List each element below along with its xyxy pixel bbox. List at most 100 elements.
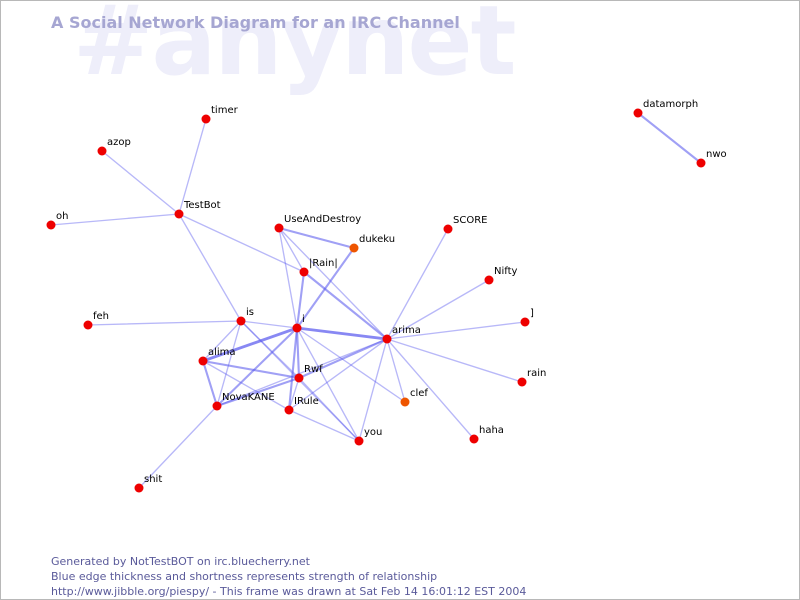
edge-irule-you	[288, 409, 360, 442]
edge-dukeku-i	[295, 246, 356, 330]
edge-nifty-arima	[386, 279, 490, 340]
node-dot	[469, 434, 479, 444]
node-testbot: TestBot	[174, 200, 221, 219]
node-dot	[299, 267, 309, 277]
node-dot	[633, 108, 643, 118]
edge-i-clef	[296, 327, 406, 403]
edge-arima-rwf	[297, 337, 389, 380]
footer-timestamp: http://www.jibble.org/piespy/ - This fra…	[51, 585, 527, 598]
edge-haha-arima	[386, 338, 475, 440]
node-label: clef	[410, 388, 428, 399]
node-dot	[284, 405, 294, 415]
node-datamorph: datamorph	[633, 99, 698, 118]
node-label: datamorph	[643, 99, 698, 110]
node-alima: alima	[198, 347, 236, 366]
node-label: oh	[56, 211, 68, 222]
edge-datamorph-nwo	[636, 111, 703, 165]
node-dot	[400, 397, 410, 407]
edge-useanddestroy-i	[278, 227, 298, 329]
node-dot	[484, 275, 494, 285]
node-label: ]	[530, 308, 534, 319]
edge-rwf-novakane	[215, 376, 301, 408]
node-dot	[97, 146, 107, 156]
node-dot	[83, 320, 93, 330]
node-haha: haha	[469, 425, 504, 444]
node-dot	[134, 483, 144, 493]
edge-rain-i	[295, 270, 306, 330]
edge-novakane-shit	[138, 405, 218, 489]
edge-i-novakane	[215, 326, 299, 408]
node-dot	[294, 373, 304, 383]
node-dot	[382, 334, 392, 344]
diagram-title: A Social Network Diagram for an IRC Chan…	[51, 13, 460, 32]
node-nwo: nwo	[696, 149, 727, 168]
node-label: IRule	[294, 396, 319, 407]
node-dot	[520, 317, 530, 327]
node-i: i	[292, 314, 305, 333]
node-label: Nifty	[494, 266, 518, 277]
node-score: SCORE	[443, 215, 487, 234]
edge-testbot-rain	[178, 213, 305, 273]
node-dot	[354, 436, 364, 446]
edge-timer-testbot	[178, 118, 207, 215]
node-you: you	[354, 427, 382, 446]
edge-clef-arima	[386, 338, 406, 403]
node-dot	[696, 158, 706, 168]
edge-i-irule	[287, 326, 299, 412]
node-dot	[212, 401, 222, 411]
node-label: azop	[107, 137, 131, 148]
node-dot	[292, 323, 302, 333]
node-dot	[174, 209, 184, 219]
edge-score-arima	[386, 228, 449, 340]
edge-useanddestroy-rain	[278, 227, 305, 273]
node-label: shit	[144, 474, 162, 485]
node-label: Rwf	[304, 364, 323, 375]
node-dot	[46, 220, 56, 230]
node-dot	[274, 223, 284, 233]
node-shit: shit	[134, 474, 162, 493]
edge-i-you	[296, 327, 360, 442]
node-dukeku: dukeku	[349, 234, 395, 253]
edge-alima-novakane	[201, 359, 219, 408]
edge-feh-is	[87, 320, 242, 326]
channel-watermark: #anynet	[73, 0, 516, 97]
node-label: arima	[392, 325, 421, 336]
node-label: is	[246, 307, 254, 318]
edge-is-i	[240, 320, 298, 329]
node-dot	[198, 356, 208, 366]
node-label: you	[364, 427, 382, 438]
node-nifty: Nifty	[484, 266, 518, 285]
node-timer: timer	[201, 105, 239, 124]
edge-arima-irule	[288, 338, 388, 411]
node-useanddestroy: UseAndDestroy	[274, 214, 361, 233]
footer: Generated by NotTestBOT on irc.bluecherr…	[51, 554, 526, 599]
edge-is-alima	[202, 320, 242, 362]
node-arima: arima	[382, 325, 421, 344]
node-dot	[517, 377, 527, 387]
node-dot	[443, 224, 453, 234]
edge-oh-testbot	[50, 213, 180, 226]
edge-is-rwf	[240, 320, 300, 379]
node-label: UseAndDestroy	[284, 214, 361, 225]
node-bracket: ]	[520, 308, 534, 327]
edge-testbot-is	[178, 213, 242, 322]
node-is: is	[236, 307, 254, 326]
node-oh: oh	[46, 211, 68, 230]
node-dot	[201, 114, 211, 124]
node-rain: |Rain|	[299, 258, 338, 277]
node-label: haha	[479, 425, 504, 436]
node-label: nwo	[706, 149, 727, 160]
edge-arima-novakane	[216, 338, 388, 407]
node-clef: clef	[400, 388, 428, 407]
edge-rwf-irule	[288, 377, 300, 411]
node-label: timer	[211, 105, 239, 116]
edge-useanddestroy-arima	[278, 227, 388, 340]
node-rain: rain	[517, 368, 546, 387]
node-label: SCORE	[453, 215, 487, 226]
edge-rwf-you	[298, 377, 360, 442]
node-dot	[349, 243, 359, 253]
node-label: |Rain|	[309, 258, 338, 269]
edge-rain-arima	[302, 270, 389, 341]
